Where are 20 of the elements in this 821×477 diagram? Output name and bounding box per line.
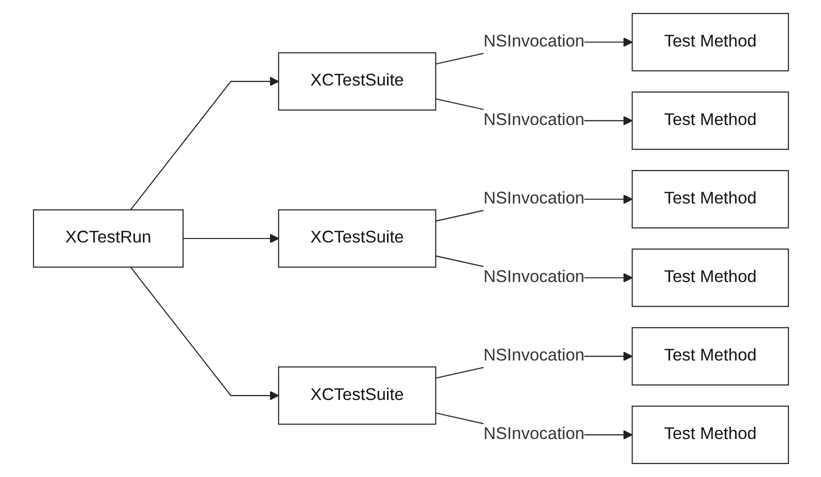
- node-box: [631, 248, 788, 307]
- node-box: [32, 209, 184, 268]
- node-box: [278, 209, 436, 268]
- edge-label: NSInvocation: [483, 111, 584, 130]
- edge-label: NSInvocation: [483, 425, 584, 444]
- node-box: [631, 92, 788, 150]
- edge-label: NSInvocation: [483, 190, 584, 208]
- arrow: [130, 76, 279, 210]
- node-box: [631, 170, 788, 228]
- edge-label: NSInvocation: [483, 346, 584, 365]
- edge-label: NSInvocation: [483, 268, 584, 286]
- arrow: [182, 234, 279, 244]
- node-box: [631, 327, 788, 386]
- flowchart: NSInvocation NSInvocation NSInvocation NSInvocation NSInvocation NSInvocation XCTestRun XCTestSuite XCTestSuite XCTestSuite Test Method Test Method Test Method Test Method Test Method Test Method: [24, 5, 796, 472]
- node-box: [631, 12, 788, 72]
- node-box: [278, 366, 436, 425]
- edge-label: NSInvocation: [483, 32, 584, 51]
- node-box: [278, 52, 436, 111]
- node-box: [631, 406, 788, 464]
- arrow: [130, 266, 279, 400]
